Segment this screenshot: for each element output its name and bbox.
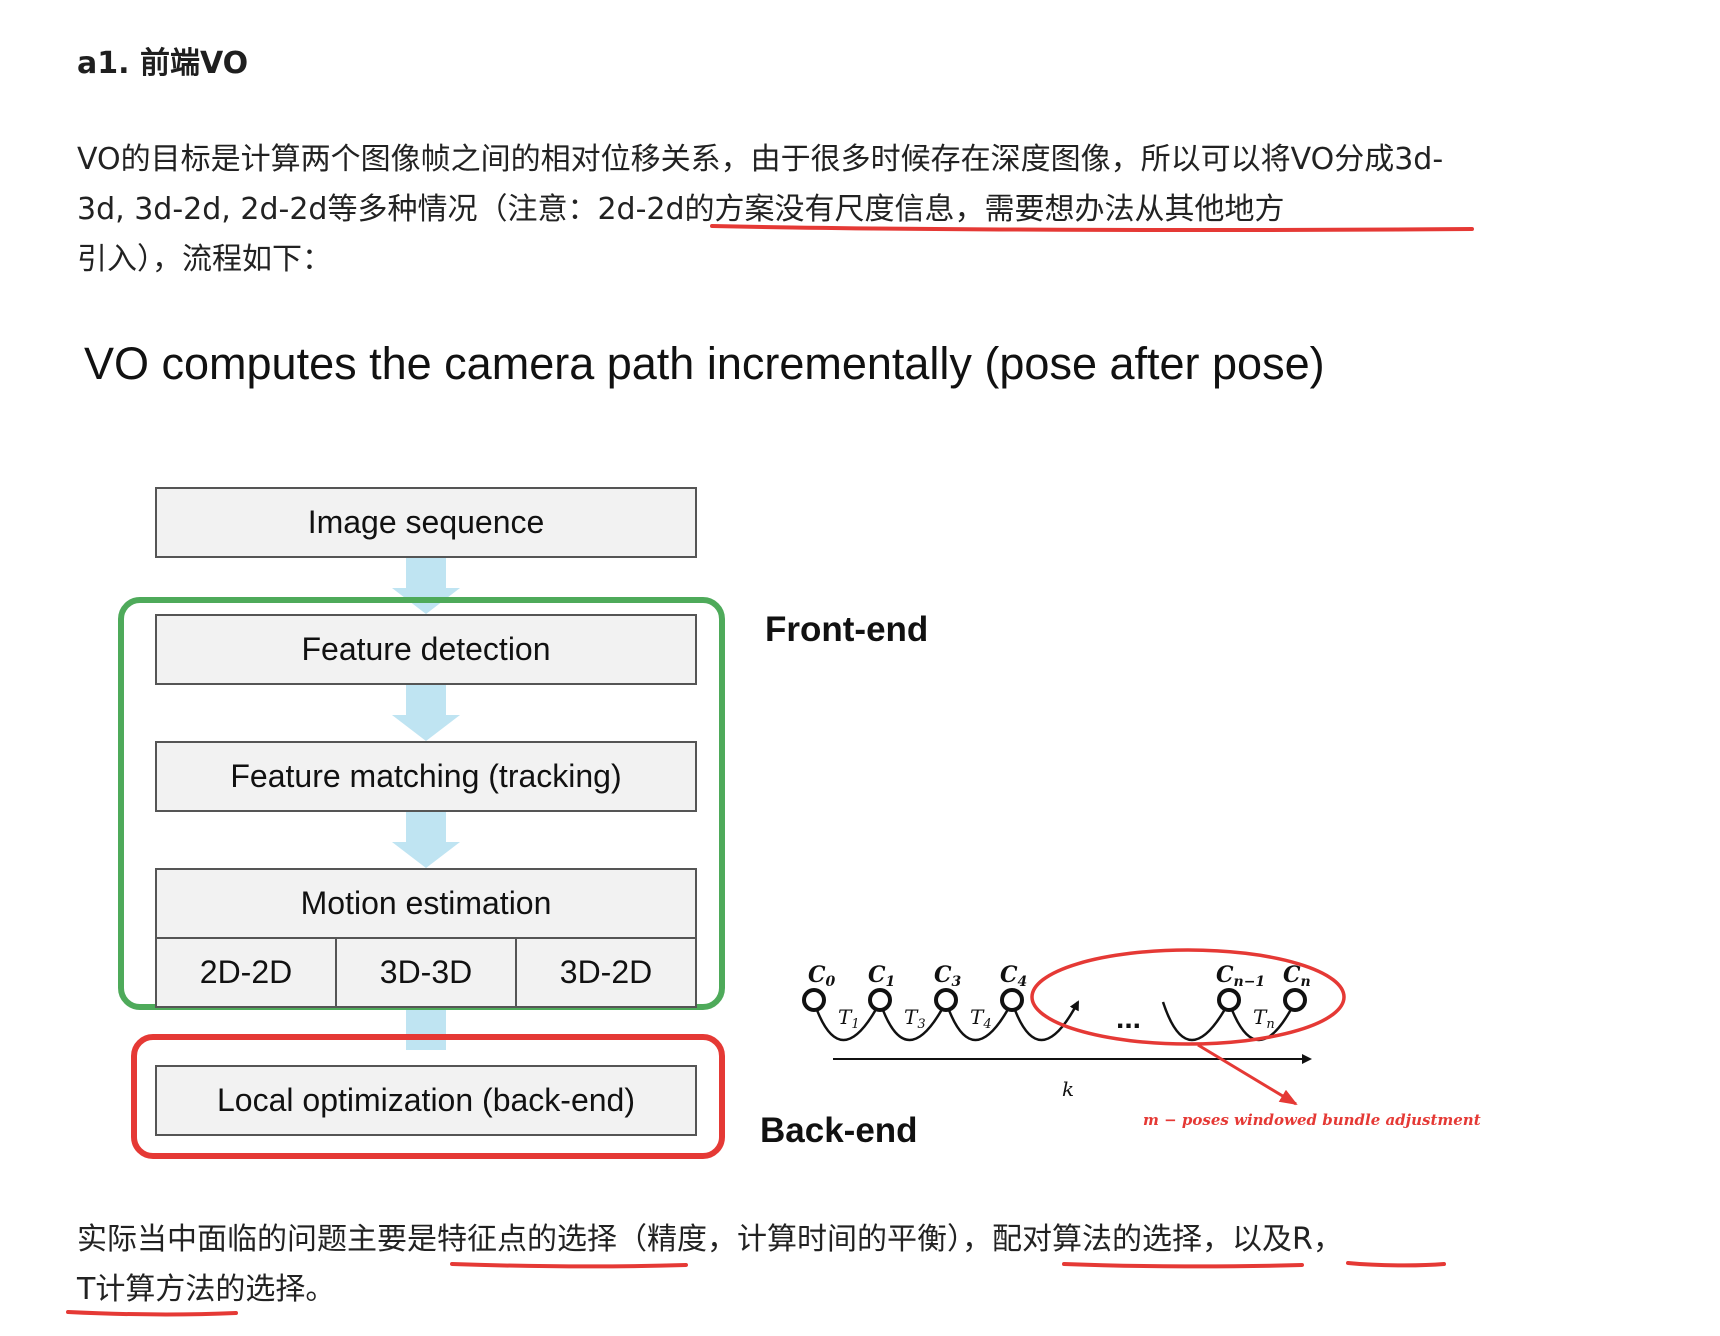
- camera-label-0: C0: [808, 962, 836, 990]
- arc-4: [1010, 1000, 1080, 1042]
- summary-mark-t-method: T计算方法: [77, 1272, 216, 1307]
- intro-text-end: 引入），流程如下：: [77, 242, 332, 277]
- transform-label-4: T4: [970, 1005, 992, 1032]
- camera-label-4: C4: [1000, 962, 1027, 990]
- back-end-label: Back-end: [760, 1111, 918, 1150]
- backend-frame: [131, 1034, 725, 1159]
- k-axis-label: k: [1062, 1077, 1074, 1101]
- motion-cases-row: 2D-2D 3D-3D 3D-2D: [155, 937, 697, 1008]
- camera-label-3: C3: [934, 962, 962, 990]
- summary-text-2: （精度，计算时间的平衡），: [617, 1222, 992, 1257]
- summary-text-4: 的选择。: [215, 1272, 336, 1307]
- summary-mark-matching: 配对算法的选择: [992, 1222, 1202, 1257]
- flow-arrow-2: [392, 685, 460, 741]
- front-end-label: Front-end: [765, 610, 929, 649]
- ba-annotation: m − poses windowed bundle adjustment: [1143, 1111, 1481, 1129]
- case-3d-2d: 3D-2D: [559, 954, 653, 990]
- camera-label-1: C1: [868, 962, 895, 990]
- case-3d-3d: 3D-3D: [337, 939, 517, 1006]
- ba-window-arrow: [1197, 1043, 1298, 1106]
- camera-node-4: [1000, 988, 1024, 1012]
- intro-highlight: 2d-2d的方案没有尺度信息，需要想办法从其他地方: [597, 192, 1285, 227]
- arc-2: [878, 1000, 948, 1042]
- flow-arrow-4: [406, 1010, 446, 1050]
- ba-window-ellipse: [1030, 948, 1346, 1046]
- summary-text-3: ，: [1202, 1222, 1232, 1257]
- arc-3: [944, 1000, 1014, 1042]
- section-heading: a1. 前端VO: [77, 46, 249, 81]
- arc-5: [1161, 1000, 1231, 1042]
- camera-node-n: [1283, 988, 1307, 1012]
- step-feature-detection: Feature detection: [155, 614, 697, 685]
- pose-ellipsis: ...: [1116, 1002, 1141, 1035]
- summary-text-1: 实际当中面临的问题主要是: [77, 1222, 437, 1257]
- camera-label-n: Cn: [1283, 962, 1311, 990]
- camera-label-n-1: Cn−1: [1216, 962, 1265, 990]
- transform-label-n: Tn: [1253, 1005, 1275, 1032]
- transform-label-3: T3: [904, 1005, 926, 1032]
- intro-paragraph: VO的目标是计算两个图像帧之间的相对位移关系，由于很多时候存在深度图像，所以可以…: [77, 135, 1477, 285]
- camera-node-3: [934, 988, 958, 1012]
- camera-node-1: [868, 988, 892, 1012]
- step-local-optimization: Local optimization (back-end): [155, 1065, 697, 1136]
- summary-mark-feature-selection: 特征点的选择: [437, 1222, 617, 1257]
- flow-arrow-3: [392, 812, 460, 868]
- figure-title: VO computes the camera path incrementall…: [84, 338, 1325, 389]
- summary-paragraph: 实际当中面临的问题主要是特征点的选择（精度，计算时间的平衡），配对算法的选择，以…: [77, 1215, 1477, 1315]
- camera-node-0: [802, 988, 826, 1012]
- intro-text: VO的目标是计算两个图像帧之间的相对位移关系，由于很多时候存在深度图像，所以可以…: [77, 142, 1444, 227]
- camera-node-n-1: [1217, 988, 1241, 1012]
- step-feature-matching: Feature matching (tracking): [155, 741, 697, 812]
- case-2d-2d: 2D-2D: [157, 939, 337, 1006]
- arc-1: [812, 1000, 882, 1042]
- summary-mark-and-r: 以及R，: [1232, 1222, 1343, 1257]
- step-image-sequence: Image sequence: [155, 487, 697, 558]
- transform-label-1: T1: [838, 1005, 860, 1032]
- step-motion-estimation: Motion estimation: [155, 868, 697, 939]
